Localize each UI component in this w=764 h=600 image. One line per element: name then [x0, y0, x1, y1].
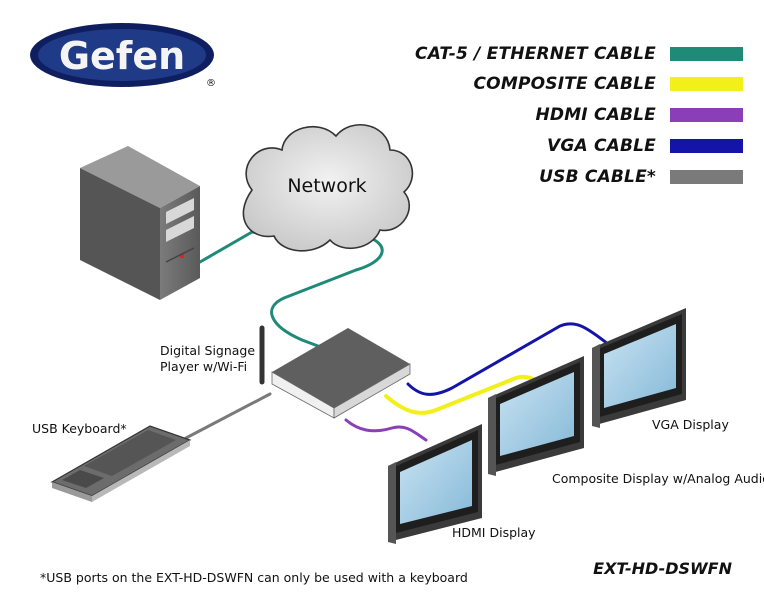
legend-label-composite: COMPOSITE CABLE	[473, 74, 656, 94]
legend-label-vga: VGA CABLE	[546, 136, 656, 156]
usb-keyboard	[50, 425, 192, 502]
ethernet-cable-tower-cloud	[198, 230, 272, 264]
player-label: Digital Signage Player w/Wi-Fi	[160, 343, 256, 374]
legend-label-usb: USB CABLE*	[539, 167, 656, 187]
legend-swatch-usb	[670, 170, 743, 184]
usb-cable	[184, 392, 272, 440]
cables	[184, 230, 610, 442]
keyboard-label: USB Keyboard*	[32, 421, 127, 436]
legend-swatch-vga	[670, 139, 743, 153]
gefen-logo: Gefen ®	[30, 23, 216, 89]
model-number: EXT-HD-DSWFN	[593, 559, 732, 578]
signage-player	[259, 325, 411, 419]
registered-mark: ®	[206, 78, 216, 89]
logo-text: Gefen	[59, 34, 185, 78]
hdmi-display-device	[388, 424, 482, 544]
ethernet-cable-cloud-player	[270, 235, 384, 348]
legend-label-ethernet: CAT-5 / ETHERNET CABLE	[415, 44, 656, 64]
computer-tower	[80, 146, 200, 300]
composite-display-device	[488, 356, 584, 476]
composite-display-label: Composite Display w/Analog Audio	[552, 471, 764, 486]
network-label: Network	[287, 175, 366, 197]
vga-display-device	[592, 308, 686, 428]
legend-swatch-composite	[670, 77, 743, 91]
hdmi-display-label: HDMI Display	[452, 525, 536, 540]
hdmi-cable	[344, 418, 428, 442]
legend-swatch-hdmi	[670, 108, 743, 122]
usb-footnote: *USB ports on the EXT-HD-DSWFN can only …	[40, 570, 468, 585]
network-cloud: Network	[242, 124, 414, 252]
legend-swatch-ethernet	[670, 47, 743, 61]
vga-cable	[406, 322, 610, 396]
legend-label-hdmi: HDMI CABLE	[535, 105, 656, 125]
vga-display-label: VGA Display	[652, 417, 729, 432]
